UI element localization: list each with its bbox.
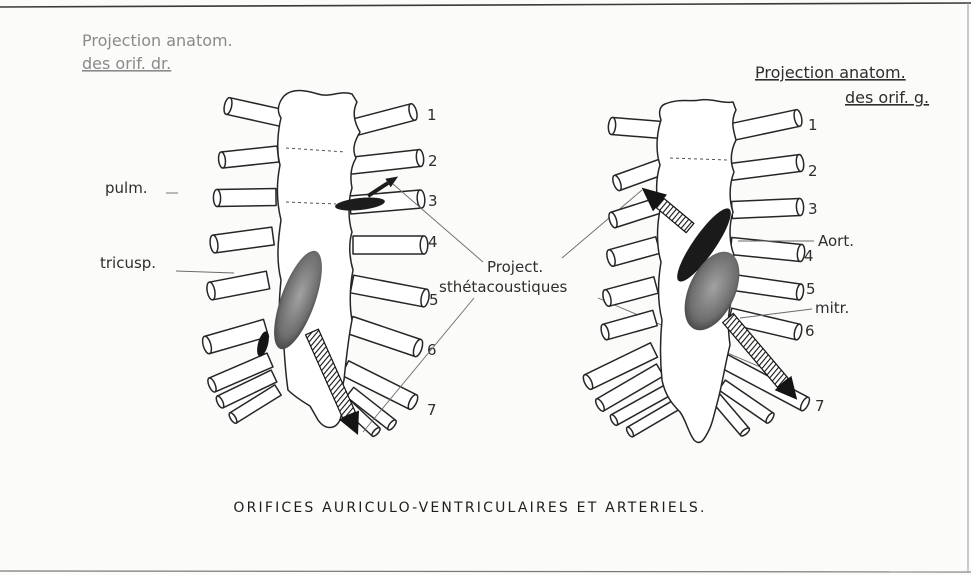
left-heading-line2: des orif. dr. <box>82 54 171 73</box>
rib-number: 6 <box>805 322 815 340</box>
figure-caption: ORIFICES AURICULO-VENTRICULAIRES ET ARTE… <box>233 500 706 516</box>
rib-number: 5 <box>806 280 816 298</box>
left-heading-line1: Projection anatom. <box>82 31 233 50</box>
right-heading-line1: Projection anatom. <box>755 63 906 82</box>
aort-label: Aort. <box>818 232 854 250</box>
rib-end <box>420 236 428 254</box>
rib-end <box>796 198 804 215</box>
right-heading-line2: des orif. g. <box>845 88 929 107</box>
rib-number: 4 <box>804 247 814 265</box>
tricusp-label: tricusp. <box>100 254 156 272</box>
rib-number: 7 <box>815 397 825 415</box>
mitr-label: mitr. <box>815 299 849 317</box>
rib <box>213 189 276 207</box>
rib-end <box>213 189 220 206</box>
rib-shaft <box>217 189 276 207</box>
rib-number: 2 <box>428 152 438 170</box>
center-label-line2: sthétacoustiques <box>439 278 568 296</box>
rib-shaft <box>732 199 801 219</box>
rib-shaft <box>353 236 424 254</box>
rib-number: 7 <box>427 401 437 419</box>
rib-number: 2 <box>808 162 818 180</box>
rib <box>608 117 663 138</box>
center-label-line1: Project. <box>487 258 543 276</box>
rib <box>353 236 428 254</box>
rib <box>732 198 804 218</box>
rib-number: 5 <box>429 291 439 309</box>
rib-number: 4 <box>428 233 438 251</box>
rib-shaft <box>611 118 662 139</box>
rib-number: 1 <box>427 106 437 124</box>
rib-number: 6 <box>427 341 437 359</box>
pulm-label: pulm. <box>105 179 148 197</box>
rib-number: 3 <box>808 200 818 218</box>
rib-number: 3 <box>428 192 438 210</box>
rib-number: 1 <box>808 116 818 134</box>
